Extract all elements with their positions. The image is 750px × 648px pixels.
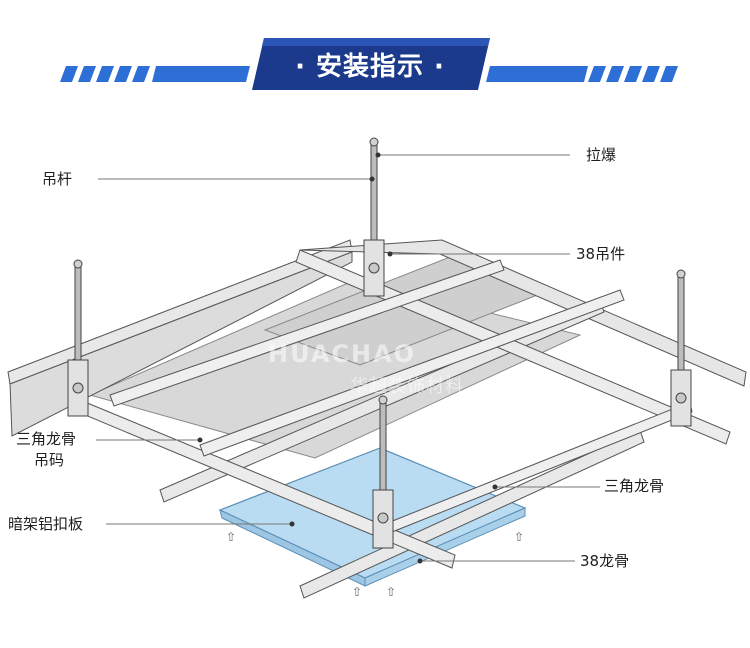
watermark-brand-cn: 华超装饰材料 bbox=[350, 376, 464, 397]
watermark-brand: HUACHAO bbox=[268, 340, 417, 368]
leader-lines bbox=[96, 154, 600, 562]
label-keel-38: 38龙骨 bbox=[580, 552, 630, 570]
push-arrow-icon: ⇧ bbox=[514, 530, 525, 544]
push-arrow-icon: ⇧ bbox=[352, 585, 363, 599]
label-triangle-keel-clip-sub: 吊码 bbox=[34, 451, 65, 469]
label-concealed-panel: 暗架铝扣板 bbox=[8, 515, 84, 533]
banner-stripes-right bbox=[486, 66, 678, 82]
page-title: · 安装指示 · bbox=[295, 51, 445, 82]
label-triangle-keel-clip: 三角龙骨 bbox=[16, 430, 77, 448]
push-arrow-icon: ⇧ bbox=[386, 585, 397, 599]
banner-graphic bbox=[60, 38, 678, 90]
label-expansion-bolt: 拉爆 bbox=[586, 146, 617, 164]
banner-badge bbox=[252, 38, 490, 90]
label-hanger-38: 38吊件 bbox=[576, 245, 626, 263]
leader-dots bbox=[197, 152, 498, 564]
hangers-38 bbox=[67, 239, 692, 549]
triangle-keel-rails bbox=[77, 249, 731, 569]
push-arrow-icon: ⇧ bbox=[226, 530, 237, 544]
label-rod: 吊杆 bbox=[42, 170, 73, 188]
label-triangle-keel: 三角龙骨 bbox=[604, 477, 665, 495]
ceiling-diagram bbox=[7, 137, 747, 599]
header-banner: · 安装指示 · bbox=[0, 0, 750, 110]
banner-stripes-left bbox=[60, 66, 250, 82]
